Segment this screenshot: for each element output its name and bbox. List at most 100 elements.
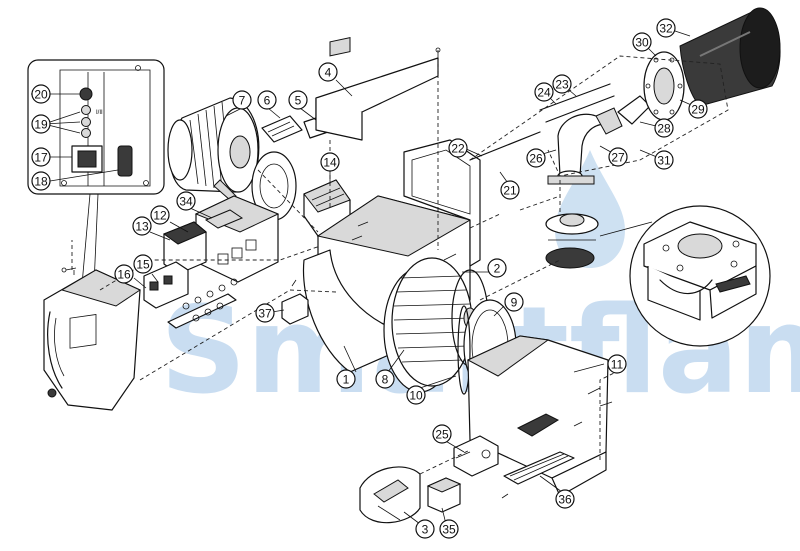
callout-9: 9 [504, 292, 524, 312]
fan-motor [167, 97, 260, 201]
callout-5: 5 [288, 90, 308, 110]
top-cover-plate [315, 36, 441, 141]
callout-label: 23 [555, 78, 569, 92]
callout-label: 32 [659, 22, 673, 36]
callout-6: 6 [257, 90, 277, 110]
callout-label: 5 [295, 94, 302, 108]
screws [61, 221, 613, 499]
combustion-head-cylinder [679, 7, 781, 107]
cable-clamp-37 [281, 279, 309, 325]
callout-31: 31 [654, 150, 674, 170]
callout-label: 14 [323, 156, 337, 170]
callout-label: 10 [409, 389, 423, 403]
callout-1: 1 [336, 369, 356, 389]
callout-26: 26 [526, 148, 546, 168]
callout-37: 37 [255, 303, 275, 323]
callout-30: 30 [632, 32, 652, 52]
callout-20: 20 [31, 84, 51, 104]
assembly-31-outline [469, 55, 729, 177]
panel-knob-icon [79, 87, 93, 101]
panel-reset-button-icon [77, 150, 97, 168]
callout-label: 29 [691, 103, 705, 117]
callout-label: 36 [558, 493, 572, 507]
panel-lamp-1-icon [81, 105, 91, 115]
callout-3: 3 [415, 519, 435, 539]
callout-label: 7 [239, 94, 246, 108]
callout-14: 14 [320, 152, 340, 172]
callout-28: 28 [654, 118, 674, 138]
gas-flange-part [545, 213, 599, 269]
electrical-panel [162, 195, 280, 283]
callout-label: 31 [657, 154, 671, 168]
callout-34: 34 [176, 191, 196, 211]
callout-25: 25 [432, 424, 452, 444]
callout-10: 10 [406, 385, 426, 405]
callout-label: 27 [611, 151, 625, 165]
callout-8: 8 [375, 369, 395, 389]
callout-24: 24 [534, 82, 554, 102]
callout-label: 1 [343, 373, 350, 387]
callout-32: 32 [656, 18, 676, 38]
callout-label: 18 [34, 175, 48, 189]
callout-35: 35 [439, 519, 459, 539]
panel-lamp-2-icon [81, 117, 91, 127]
terminal-strip [143, 261, 189, 309]
callout-36: 36 [555, 489, 575, 509]
callout-label: 11 [611, 358, 624, 372]
valve-coil [426, 477, 462, 513]
callout-15: 15 [133, 254, 153, 274]
callout-18: 18 [31, 171, 51, 191]
callout-12: 12 [150, 205, 170, 225]
callout-label: 35 [442, 523, 456, 537]
callout-label: 15 [136, 258, 150, 272]
callout-16: 16 [114, 264, 134, 284]
head-flange [643, 51, 685, 121]
callout-7: 7 [232, 90, 252, 110]
connector-row [167, 278, 238, 329]
callout-29: 29 [688, 99, 708, 119]
callout-label: 30 [635, 36, 649, 50]
callout-19: 19 [31, 114, 51, 134]
callout-label: 28 [657, 122, 671, 136]
oil-pump-assembly [453, 435, 499, 477]
callout-label: 34 [179, 195, 193, 209]
terminal-block-6 [261, 115, 303, 143]
head-assembly [466, 335, 609, 497]
panel-lamp-3-icon [81, 128, 91, 138]
callout-11: 11 [607, 354, 627, 374]
callout-label: 6 [264, 94, 271, 108]
callout-17: 17 [31, 147, 51, 167]
callout-label: 3 [422, 523, 429, 537]
callout-label: 16 [117, 268, 131, 282]
panel-selector-switch-icon [117, 145, 133, 177]
callout-label: 8 [382, 373, 389, 387]
gas-pipe-assembly [547, 95, 651, 185]
callout-label: 25 [435, 428, 449, 442]
callout-label: 19 [34, 118, 48, 132]
callout-4: 4 [318, 62, 338, 82]
callout-23: 23 [552, 74, 572, 94]
callout-label: 22 [451, 142, 465, 156]
callout-label: 2 [494, 262, 501, 276]
callout-label: 20 [34, 88, 48, 102]
callout-label: 4 [325, 66, 332, 80]
control-panel-inset: I/II [27, 59, 165, 195]
ignition-transformer [303, 179, 351, 237]
callout-27: 27 [608, 147, 628, 167]
callout-label: 21 [503, 184, 517, 198]
callout-label: 17 [34, 151, 48, 165]
callout-22: 22 [448, 138, 468, 158]
callout-label: 37 [258, 307, 272, 321]
callout-label: 9 [511, 296, 518, 310]
callout-label: 12 [153, 209, 167, 223]
panel-symbol-text: I/II [96, 110, 103, 116]
relay-12 [204, 209, 244, 229]
callout-13: 13 [132, 216, 152, 236]
burner-cover [43, 269, 142, 411]
callout-21: 21 [500, 180, 520, 200]
part-callouts: 1234567891011121314151617181920212223242… [31, 18, 708, 539]
nozzle-holder-detail [359, 466, 421, 524]
flange-detail-circle [629, 205, 771, 347]
electrode-rods [469, 83, 615, 161]
